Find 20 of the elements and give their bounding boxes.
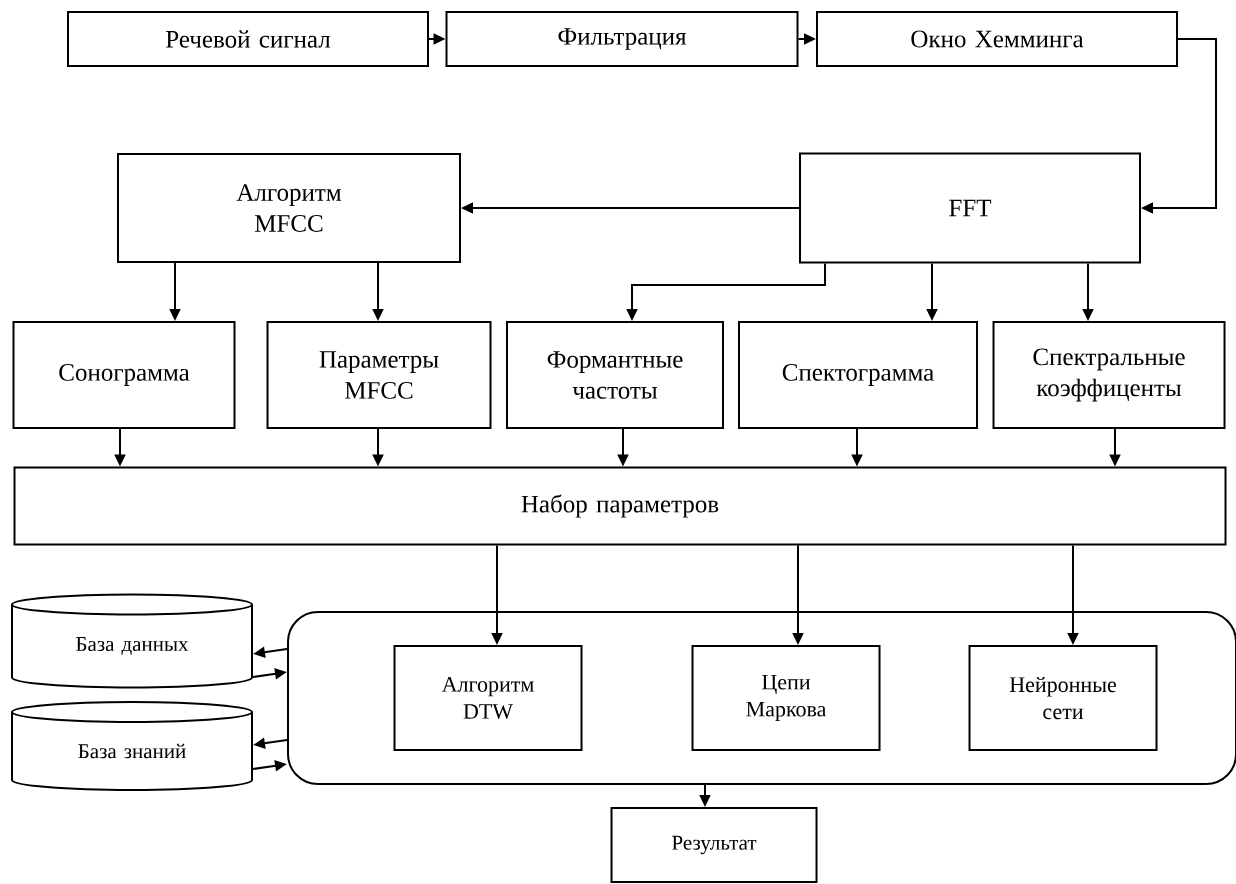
process-box: Речевой сигнал: [67, 11, 429, 67]
rounded-panel: [287, 611, 1236, 785]
process-box: Сонограмма: [12, 321, 236, 429]
process-box: Фильтрация: [445, 11, 799, 67]
process-box: Спектограмма: [738, 321, 978, 429]
process-box: Результат: [610, 807, 818, 883]
process-box: FFT: [799, 152, 1141, 264]
process-box: Спектральные коэффиценты: [992, 321, 1226, 429]
node-label: База данных: [76, 637, 189, 655]
process-box: Алгоритм DTW: [393, 645, 583, 751]
process-box: Набор параметров: [13, 466, 1227, 546]
process-box: Нейронные сети: [968, 645, 1158, 751]
node-label: База знаний: [78, 743, 186, 759]
process-box: Алгоритм MFCC: [117, 153, 461, 263]
process-box: Параметры MFCC: [266, 321, 492, 429]
process-box: Окно Хемминга: [816, 11, 1178, 67]
process-box: Цепи Маркова: [691, 645, 881, 751]
process-box: Формантные частоты: [506, 321, 724, 429]
database-cylinder: База знаний: [11, 701, 253, 791]
database-cylinder: База данных: [11, 593, 253, 689]
